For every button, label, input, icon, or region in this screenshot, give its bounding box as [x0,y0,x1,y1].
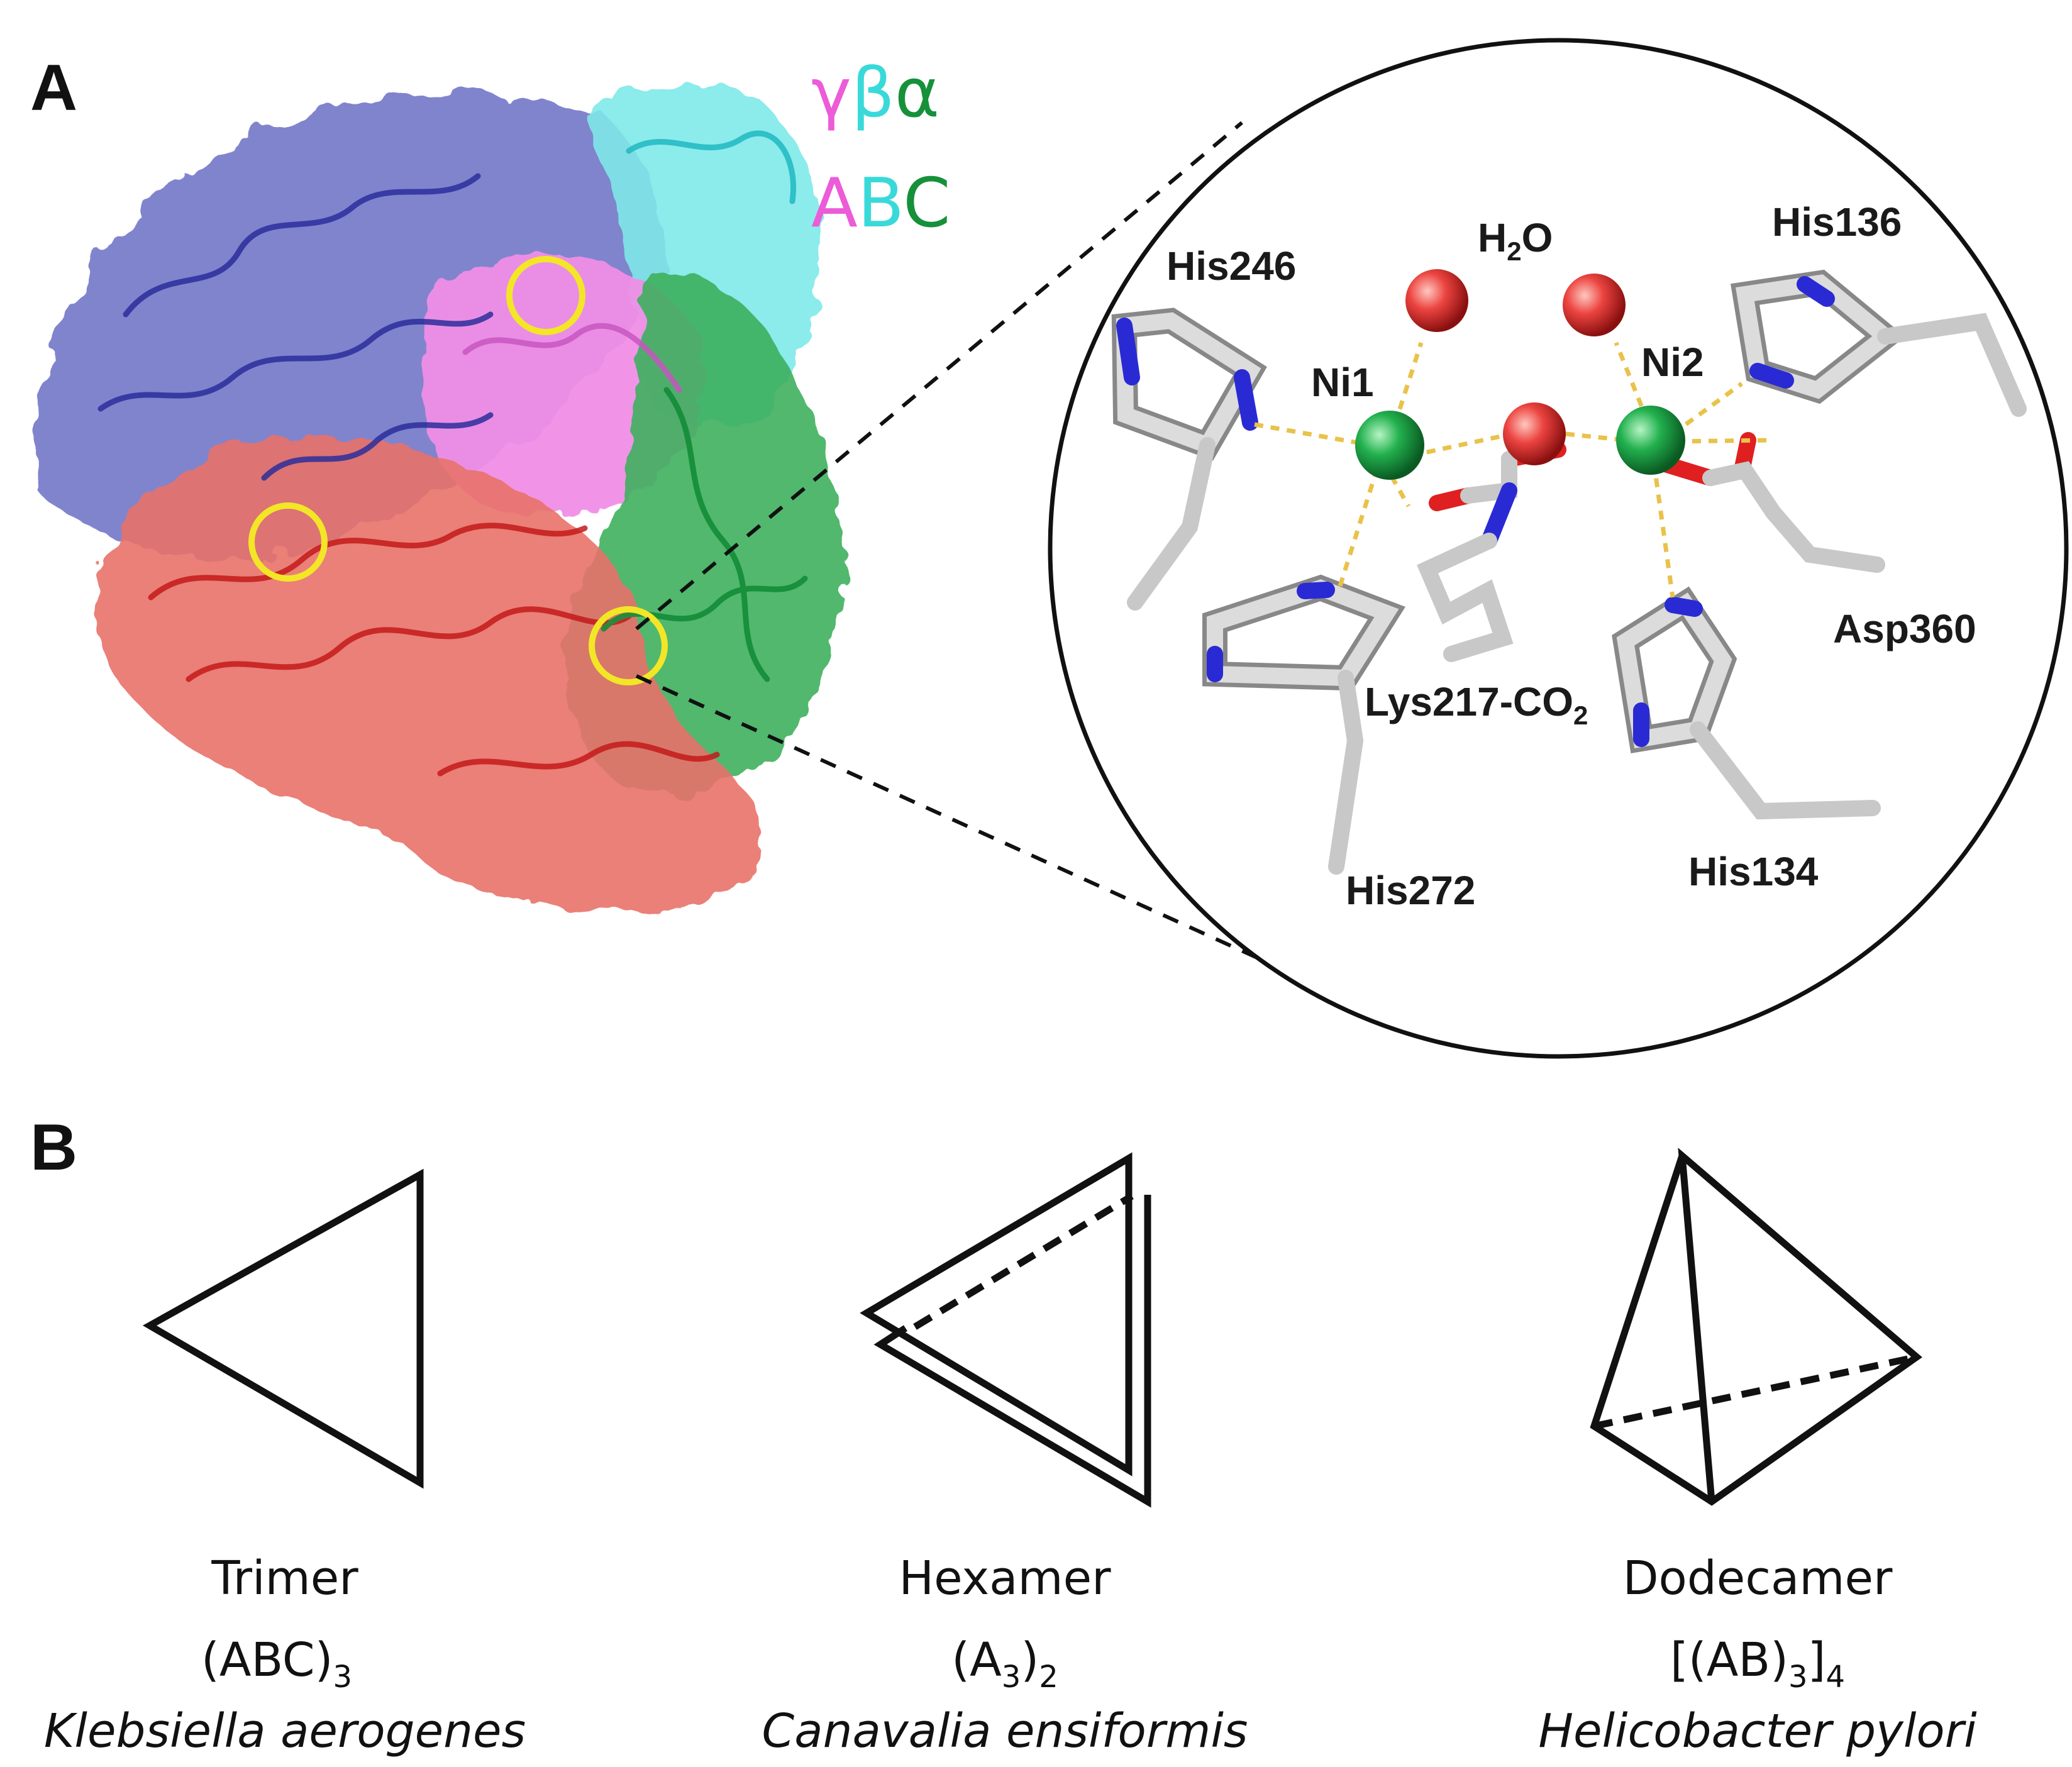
chain-legend-latin: ABC [811,164,951,243]
trimer-formula-main: (ABC) [201,1633,333,1687]
zoom-line-upper [635,121,1243,631]
tetrahedron-visible-edges [1590,1148,1922,1506]
legend-beta: β [851,54,895,133]
active-site-zoom-circle [1048,38,2069,1059]
active-site-markers [248,256,668,685]
urease-protein-surface [35,85,843,912]
hexamer-formula-main: (A [951,1633,1002,1687]
zoom-line-lower [635,674,1312,984]
chain-legend-greek: γβα [811,54,939,133]
legend-b: B [858,164,903,243]
tetrahedron-hidden-edge [1593,1353,1918,1430]
ribbon-red-3 [437,741,720,777]
hexamer-formula-sub: 3 [1002,1659,1021,1695]
zoom-guide-lines [635,121,1312,984]
panel-label-a: A [30,52,77,125]
lys217-label-sub: 2 [1573,701,1588,730]
ribbon-green-2 [601,575,808,632]
his272-stick [1202,574,1405,875]
his134-stick [1612,586,1881,820]
water-label-h: H [1478,215,1507,260]
dodecamer-organism: Helicobacter pylori [1538,1704,1977,1758]
trimer-formula: (ABC)3 [201,1633,352,1695]
hexamer-back-triangle [860,1152,1133,1476]
dodecamer-formula-mid: ] [1808,1633,1826,1687]
trimer-triangle [142,1168,424,1489]
label-his136: His136 [1772,199,1902,245]
label-his134: His134 [1688,849,1819,894]
dodecamer-name: Dodecamer [1623,1551,1893,1605]
lys217-label-main: Lys217-CO [1365,679,1573,724]
dodecamer-formula: [(AB)3]4 [1670,1633,1845,1695]
trimer-schematic [142,1168,424,1489]
legend-c: C [903,164,950,243]
hexamer-formula-mid: ) [1021,1633,1039,1687]
ribbon-blue-1 [123,173,481,318]
bridging-hydroxide [1503,402,1566,465]
ribbon-pink-1 [462,323,682,393]
ribbon-blue-3 [261,412,494,481]
panel-label-b: B [30,1111,77,1184]
label-his272: His272 [1346,868,1475,913]
dodecamer-formula-sub: 3 [1788,1659,1808,1695]
legend-alpha: α [895,54,939,133]
active-site-ring-3 [589,606,668,685]
chain-red-surface [94,434,763,912]
ribbon-cartoons [97,130,808,777]
legend-gamma: γ [811,54,851,133]
label-ni2: Ni2 [1641,340,1704,385]
trimer-formula-sub: 3 [333,1659,352,1695]
hexamer-formula: (A3)2 [951,1633,1058,1695]
ribbon-cyan-1 [626,130,796,204]
active-site-model [1111,269,2027,875]
water-oxygen-1 [1405,269,1468,332]
water-label-o: O [1522,215,1553,260]
nickel-1 [1355,411,1424,480]
ribbon-green-1 [663,387,770,682]
label-ni1: Ni1 [1311,360,1374,405]
dodecamer-schematic [1590,1148,1922,1506]
legend-a: A [811,164,858,243]
dodecamer-formula-sub2: 4 [1825,1659,1845,1695]
dodecamer-caption: Dodecamer [(AB)3]4 Helicobacter pylori [1538,1551,1977,1758]
hexamer-organism: Canavalia ensiformis [762,1704,1248,1758]
hexamer-name: Hexamer [899,1551,1111,1605]
hexamer-front-triangle [873,1195,1151,1508]
dodecamer-formula-main: [(AB) [1670,1633,1788,1687]
hexamer-caption: Hexamer (A3)2 Canavalia ensiformis [762,1551,1248,1758]
ribbon-red-2 [186,606,632,682]
his136-stick [1730,269,2027,417]
label-his246: His246 [1166,243,1296,289]
active-site-ring-1 [506,256,585,335]
trimer-name: Trimer [211,1551,358,1605]
hexamer-schematic [860,1152,1151,1508]
trimer-caption: Trimer (ABC)3 Klebsiella aerogenes [44,1551,526,1758]
label-lys217: Lys217-CO2 [1365,679,1588,730]
trimer-organism: Klebsiella aerogenes [44,1704,526,1758]
ribbon-blue-2 [97,311,494,412]
nickel-2 [1616,406,1685,475]
his246-stick [1111,307,1267,611]
ribbon-red-1 [148,523,588,601]
water-label-sub: 2 [1507,236,1521,266]
active-site-ring-2 [248,502,328,582]
hexamer-formula-sub2: 2 [1039,1659,1058,1695]
label-water: H2O [1478,215,1553,266]
label-asp360: Asp360 [1833,606,1976,651]
water-oxygen-2 [1563,274,1626,336]
hexamer-hidden-edge [913,1193,1134,1330]
